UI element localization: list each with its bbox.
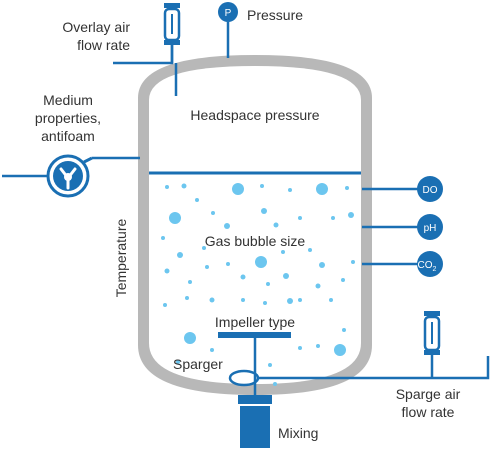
gas-bubble [263,301,267,305]
gas-bubble [351,260,355,264]
impeller-blade [218,332,291,338]
gas-bubble [298,298,302,302]
gas-bubble [334,344,346,356]
gas-bubble [181,183,187,189]
gas-bubble [209,297,215,303]
gas-bubble [266,282,270,286]
medium-feed-assembly [2,154,140,198]
mixing-label: Mixing [278,425,318,441]
gas-bubble [261,208,267,214]
gas-bubble-label: Gas bubble size [205,233,306,249]
pressure-label: Pressure [247,7,303,23]
gas-bubble [287,298,293,304]
gas-bubble [240,274,246,280]
vessel-inner [149,66,361,384]
gas-bubble [319,262,325,268]
sensor-label-do: DO [423,185,438,196]
gas-bubble [195,198,199,202]
motor-icon [238,395,272,448]
gas-bubble [281,250,285,254]
gas-bubble [348,212,354,218]
vessel [138,55,372,395]
rotameter-icon [163,3,181,45]
gas-bubble [224,223,230,229]
gas-bubble [298,346,302,350]
sensor-badge-co2: CO2 [417,251,443,277]
gas-bubbles [161,183,355,386]
rotameter-icon [423,311,441,378]
pump-icon [46,154,93,198]
sensor-lines [362,187,418,266]
sparger-assembly [228,356,490,387]
gas-bubble [210,348,214,352]
gas-bubble [308,248,312,252]
gas-bubble [273,222,279,228]
sensor-label-co2: CO2 [418,260,437,273]
overlay-air-assembly [113,3,181,96]
gas-bubble [211,211,215,215]
gas-bubble [255,256,267,268]
pressure-gauge-icon: P [218,2,238,58]
gas-bubble [163,303,167,307]
headspace-label: Headspace pressure [190,107,319,123]
gas-bubble [205,265,209,269]
gas-bubble [341,278,345,282]
impeller-assembly [218,332,291,400]
gas-bubble [283,273,289,279]
gas-bubble [268,363,272,367]
gas-bubble [288,188,292,192]
gas-bubble [260,184,264,188]
gas-bubble [176,360,180,364]
gas-bubble [342,328,346,332]
sensor-badge-do: DO [417,176,443,202]
gas-bubble [202,246,206,250]
gas-bubble [232,183,244,195]
gas-bubble [188,280,192,284]
gas-bubble [241,298,245,302]
sensor-label-ph: pH [424,223,437,234]
impeller-label: Impeller type [215,314,295,330]
sparge-air-line [258,356,490,380]
gas-bubble [329,298,333,302]
gas-bubble [169,212,181,224]
gas-bubble [315,283,321,289]
gas-bubble [165,185,169,189]
gas-bubble [226,262,230,266]
gas-bubble [273,382,277,386]
sparger-label: Sparger [173,356,223,372]
gas-bubble [161,236,165,240]
temperature-label: Temperature [113,218,129,297]
gas-bubble [316,183,328,195]
gas-bubble [177,252,183,258]
pressure-gauge-letter: P [225,8,232,19]
gas-bubble [185,296,189,300]
gas-bubble [184,332,196,344]
gas-bubble [345,186,349,190]
gas-bubble [164,268,170,274]
gas-bubble [298,216,302,220]
gas-bubble [316,344,320,348]
sensor-badge-ph: pH [417,214,443,240]
gas-bubble [331,216,335,220]
